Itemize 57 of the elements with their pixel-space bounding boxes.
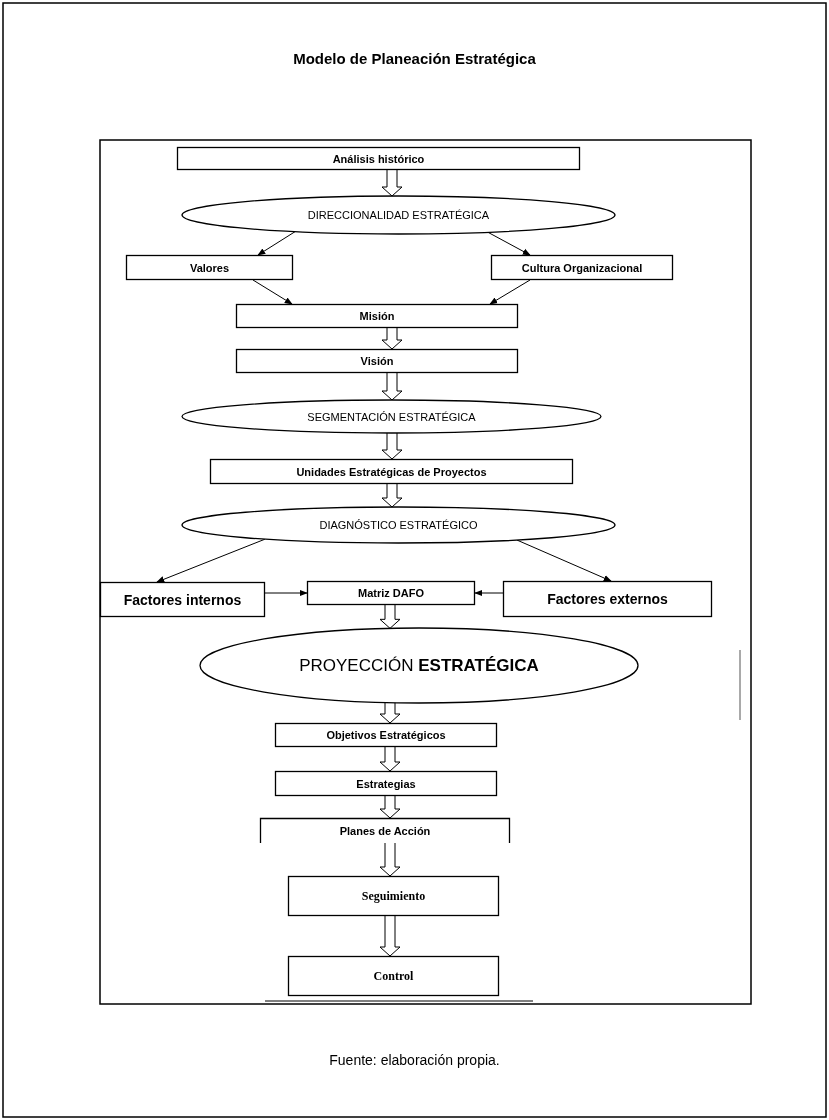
process-box xyxy=(260,818,510,843)
hollow-arrow xyxy=(379,746,401,772)
process-box xyxy=(275,771,497,796)
arrow xyxy=(516,539,612,582)
node-label: Factores internos xyxy=(123,591,242,608)
process-box xyxy=(288,876,499,916)
hollow-arrow xyxy=(381,483,403,508)
process-ellipse xyxy=(182,507,615,543)
node-label: DIAGNÓSTICO ESTRATÉGICO xyxy=(319,519,478,531)
process-box xyxy=(236,304,518,328)
node-label: Seguimiento xyxy=(361,888,426,904)
node-label: Valores xyxy=(189,261,230,274)
process-box xyxy=(503,581,712,617)
process-box xyxy=(100,582,265,617)
hollow-arrow xyxy=(379,795,401,819)
hollow-arrow xyxy=(379,842,401,877)
node-label: Matriz DAFO xyxy=(358,587,424,599)
process-box xyxy=(275,723,497,747)
hollow-arrow xyxy=(381,169,403,197)
arrow xyxy=(487,231,531,256)
arrow xyxy=(156,538,266,583)
node-label: Estrategias xyxy=(356,777,416,790)
process-box xyxy=(288,956,499,996)
arrow xyxy=(257,231,296,256)
process-box xyxy=(210,459,573,484)
arrow xyxy=(264,589,308,597)
hollow-arrow xyxy=(379,915,401,957)
node-label: Planes de Acción xyxy=(339,824,431,837)
node-label: Análisis histórico xyxy=(332,152,425,165)
node-label: Visión xyxy=(360,355,394,367)
node-label: Cultura Organizacional xyxy=(521,261,643,274)
source-caption: Fuente: elaboración propia. xyxy=(329,1052,500,1068)
process-box xyxy=(126,255,293,280)
node-label: DIRECCIONALIDAD ESTRATÉGICA xyxy=(307,209,490,221)
node-label: SEGMENTACIÓN ESTRATÉGICA xyxy=(307,410,476,423)
node-label: Control xyxy=(373,968,414,984)
arrow xyxy=(474,589,504,597)
node-label: PROYECCIÓN ESTRATÉGICA xyxy=(299,655,539,676)
hollow-arrow xyxy=(381,432,403,460)
hollow-arrow xyxy=(381,327,403,350)
process-box xyxy=(177,147,580,170)
process-ellipse xyxy=(200,628,638,703)
diagram-title: Modelo de Planeación Estratégica xyxy=(293,50,536,67)
arrow xyxy=(252,279,293,305)
hollow-arrow xyxy=(379,702,401,724)
node-label: Objetivos Estratégicos xyxy=(326,729,446,741)
node-label: Factores externos xyxy=(547,591,668,607)
process-box xyxy=(236,349,518,373)
hollow-arrow xyxy=(379,604,401,629)
process-box xyxy=(491,255,673,280)
process-box xyxy=(307,581,475,605)
node-label: Misión xyxy=(359,310,395,322)
process-ellipse xyxy=(182,196,615,234)
hollow-arrow xyxy=(381,372,403,401)
arrow xyxy=(489,279,531,305)
node-label: Unidades Estratégicas de Proyectos xyxy=(296,465,487,478)
process-ellipse xyxy=(182,400,601,433)
